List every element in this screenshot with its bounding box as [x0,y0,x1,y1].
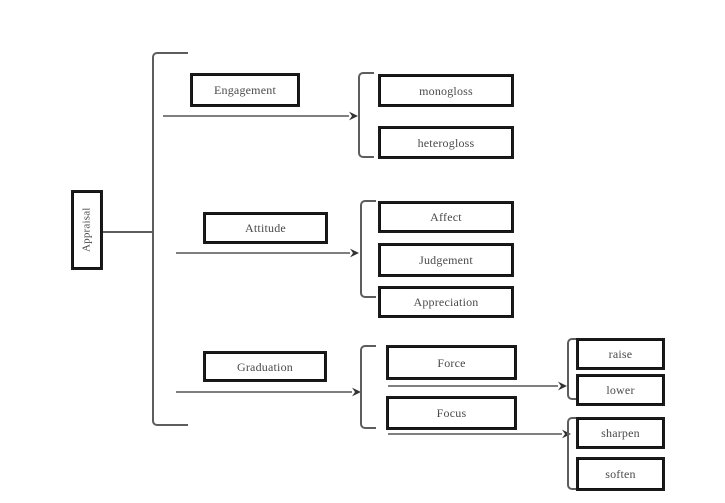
node-monogloss-label: monogloss [419,83,473,98]
node-graduation[interactable]: Graduation [203,351,327,382]
node-heterogloss[interactable]: heterogloss [378,126,514,159]
node-monogloss[interactable]: monogloss [378,74,514,107]
main-bracket [152,52,188,426]
node-lower[interactable]: lower [576,374,665,406]
node-focus[interactable]: Focus [386,396,517,430]
node-force[interactable]: Force [386,345,517,380]
node-engagement[interactable]: Engagement [190,73,300,107]
arrow-force-to-children [388,381,568,391]
node-sharpen-label: sharpen [601,426,640,440]
node-focus-label: Focus [436,406,467,420]
node-lower-label: lower [606,383,635,397]
node-appreciation-label: Appreciation [413,295,479,309]
node-appraisal[interactable]: Appraisal [71,190,103,270]
node-soften[interactable]: soften [576,457,665,491]
root-connector-stub [103,231,153,233]
node-affect-label: Affect [430,210,462,224]
node-affect[interactable]: Affect [378,201,514,233]
node-raise[interactable]: raise [576,338,665,370]
arrow-attitude-to-children [176,248,360,258]
bracket-force-group [567,338,579,400]
node-engagement-label: Engagement [214,83,276,97]
bracket-focus-group [567,417,579,490]
arrow-graduation-to-children [176,387,362,397]
node-soften-label: soften [605,467,636,481]
arrow-engagement-to-children [163,111,359,121]
node-raise-label: raise [608,347,633,361]
bracket-engagement-group [358,72,374,158]
node-judgement[interactable]: Judgement [378,243,514,277]
node-heterogloss-label: heterogloss [417,135,475,150]
node-sharpen[interactable]: sharpen [576,417,665,449]
node-attitude-label: Attitude [245,221,286,235]
node-attitude[interactable]: Attitude [203,212,328,244]
bracket-attitude-group [360,200,376,298]
node-judgement-label: Judgement [419,253,473,267]
bracket-graduation-group [360,345,376,429]
node-graduation-label: Graduation [237,359,293,374]
arrow-focus-to-children [388,429,572,439]
node-appreciation[interactable]: Appreciation [378,286,514,318]
node-force-label: Force [437,355,466,370]
node-appraisal-label: Appraisal [80,207,93,253]
